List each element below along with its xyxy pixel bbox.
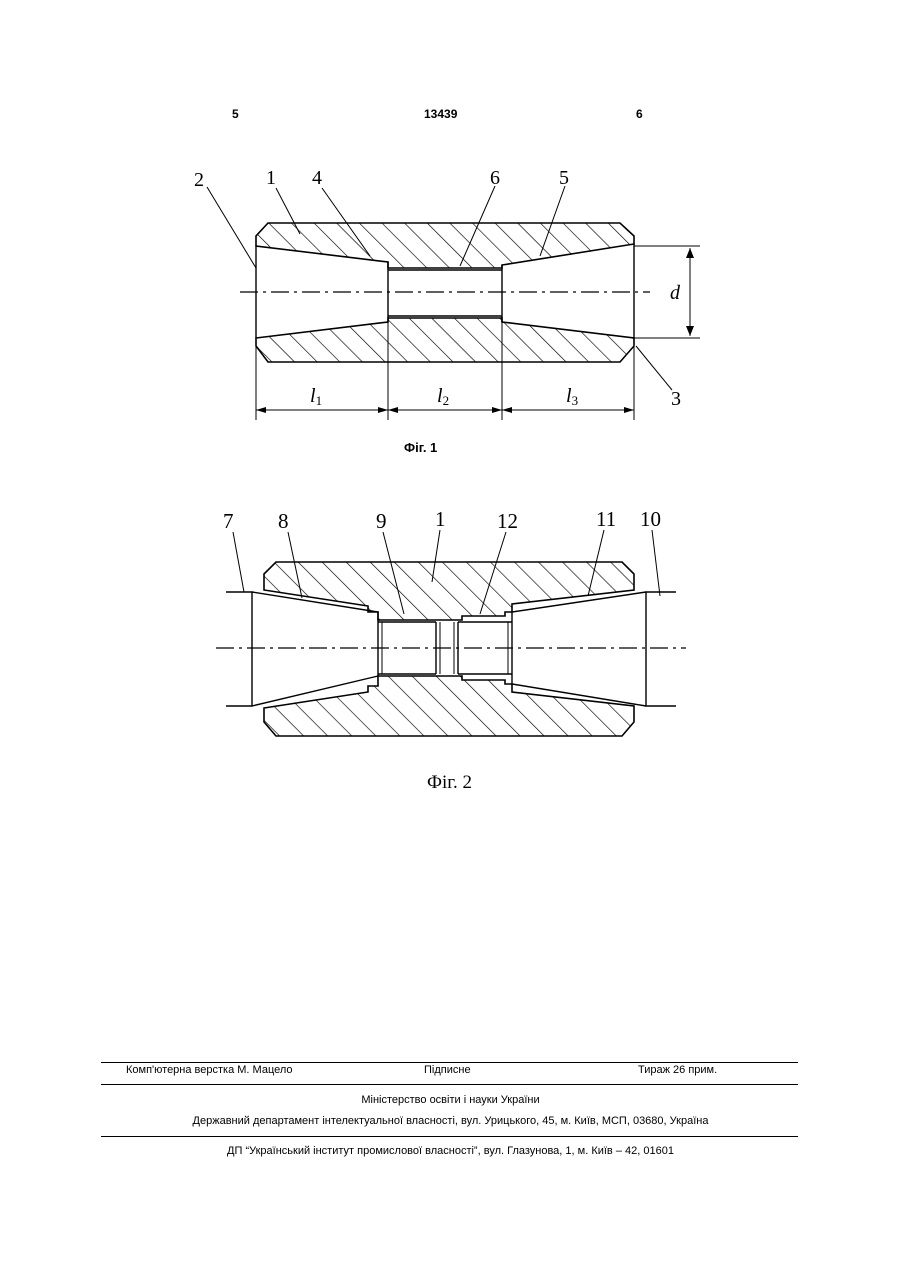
label-7: 7 (223, 509, 234, 533)
label-9: 9 (376, 509, 387, 533)
footer-ministry: Міністерство освіти і науки України (0, 1094, 901, 1106)
footer-department: Державний департамент інтелектуальної вл… (0, 1115, 901, 1127)
lower-body-section (264, 676, 634, 736)
figure-2-caption: Фіг. 2 (427, 772, 472, 794)
right-taper-plug (512, 592, 646, 706)
footer-rule-middle (101, 1084, 798, 1085)
left-taper-plug (252, 592, 378, 706)
label-12: 12 (497, 509, 518, 533)
label-1b: 1 (435, 507, 446, 531)
figure-2-drawing: 7 8 9 1 12 11 10 (0, 0, 901, 770)
label-11: 11 (596, 507, 616, 531)
label-8: 8 (278, 509, 289, 533)
footer-rule-bottom (101, 1136, 798, 1137)
footer-print-run: Тираж 26 прим. (638, 1064, 717, 1076)
right-rod (646, 592, 676, 706)
footer-layout: Комп'ютерна верстка М. Мацело (126, 1064, 293, 1076)
footer-signed: Підписне (424, 1064, 471, 1076)
footer-rule-top (101, 1062, 798, 1063)
left-rod (226, 592, 252, 706)
upper-body-section (264, 562, 634, 620)
footer-institute: ДП “Український інститут промислової вла… (0, 1145, 901, 1157)
label-10: 10 (640, 507, 661, 531)
